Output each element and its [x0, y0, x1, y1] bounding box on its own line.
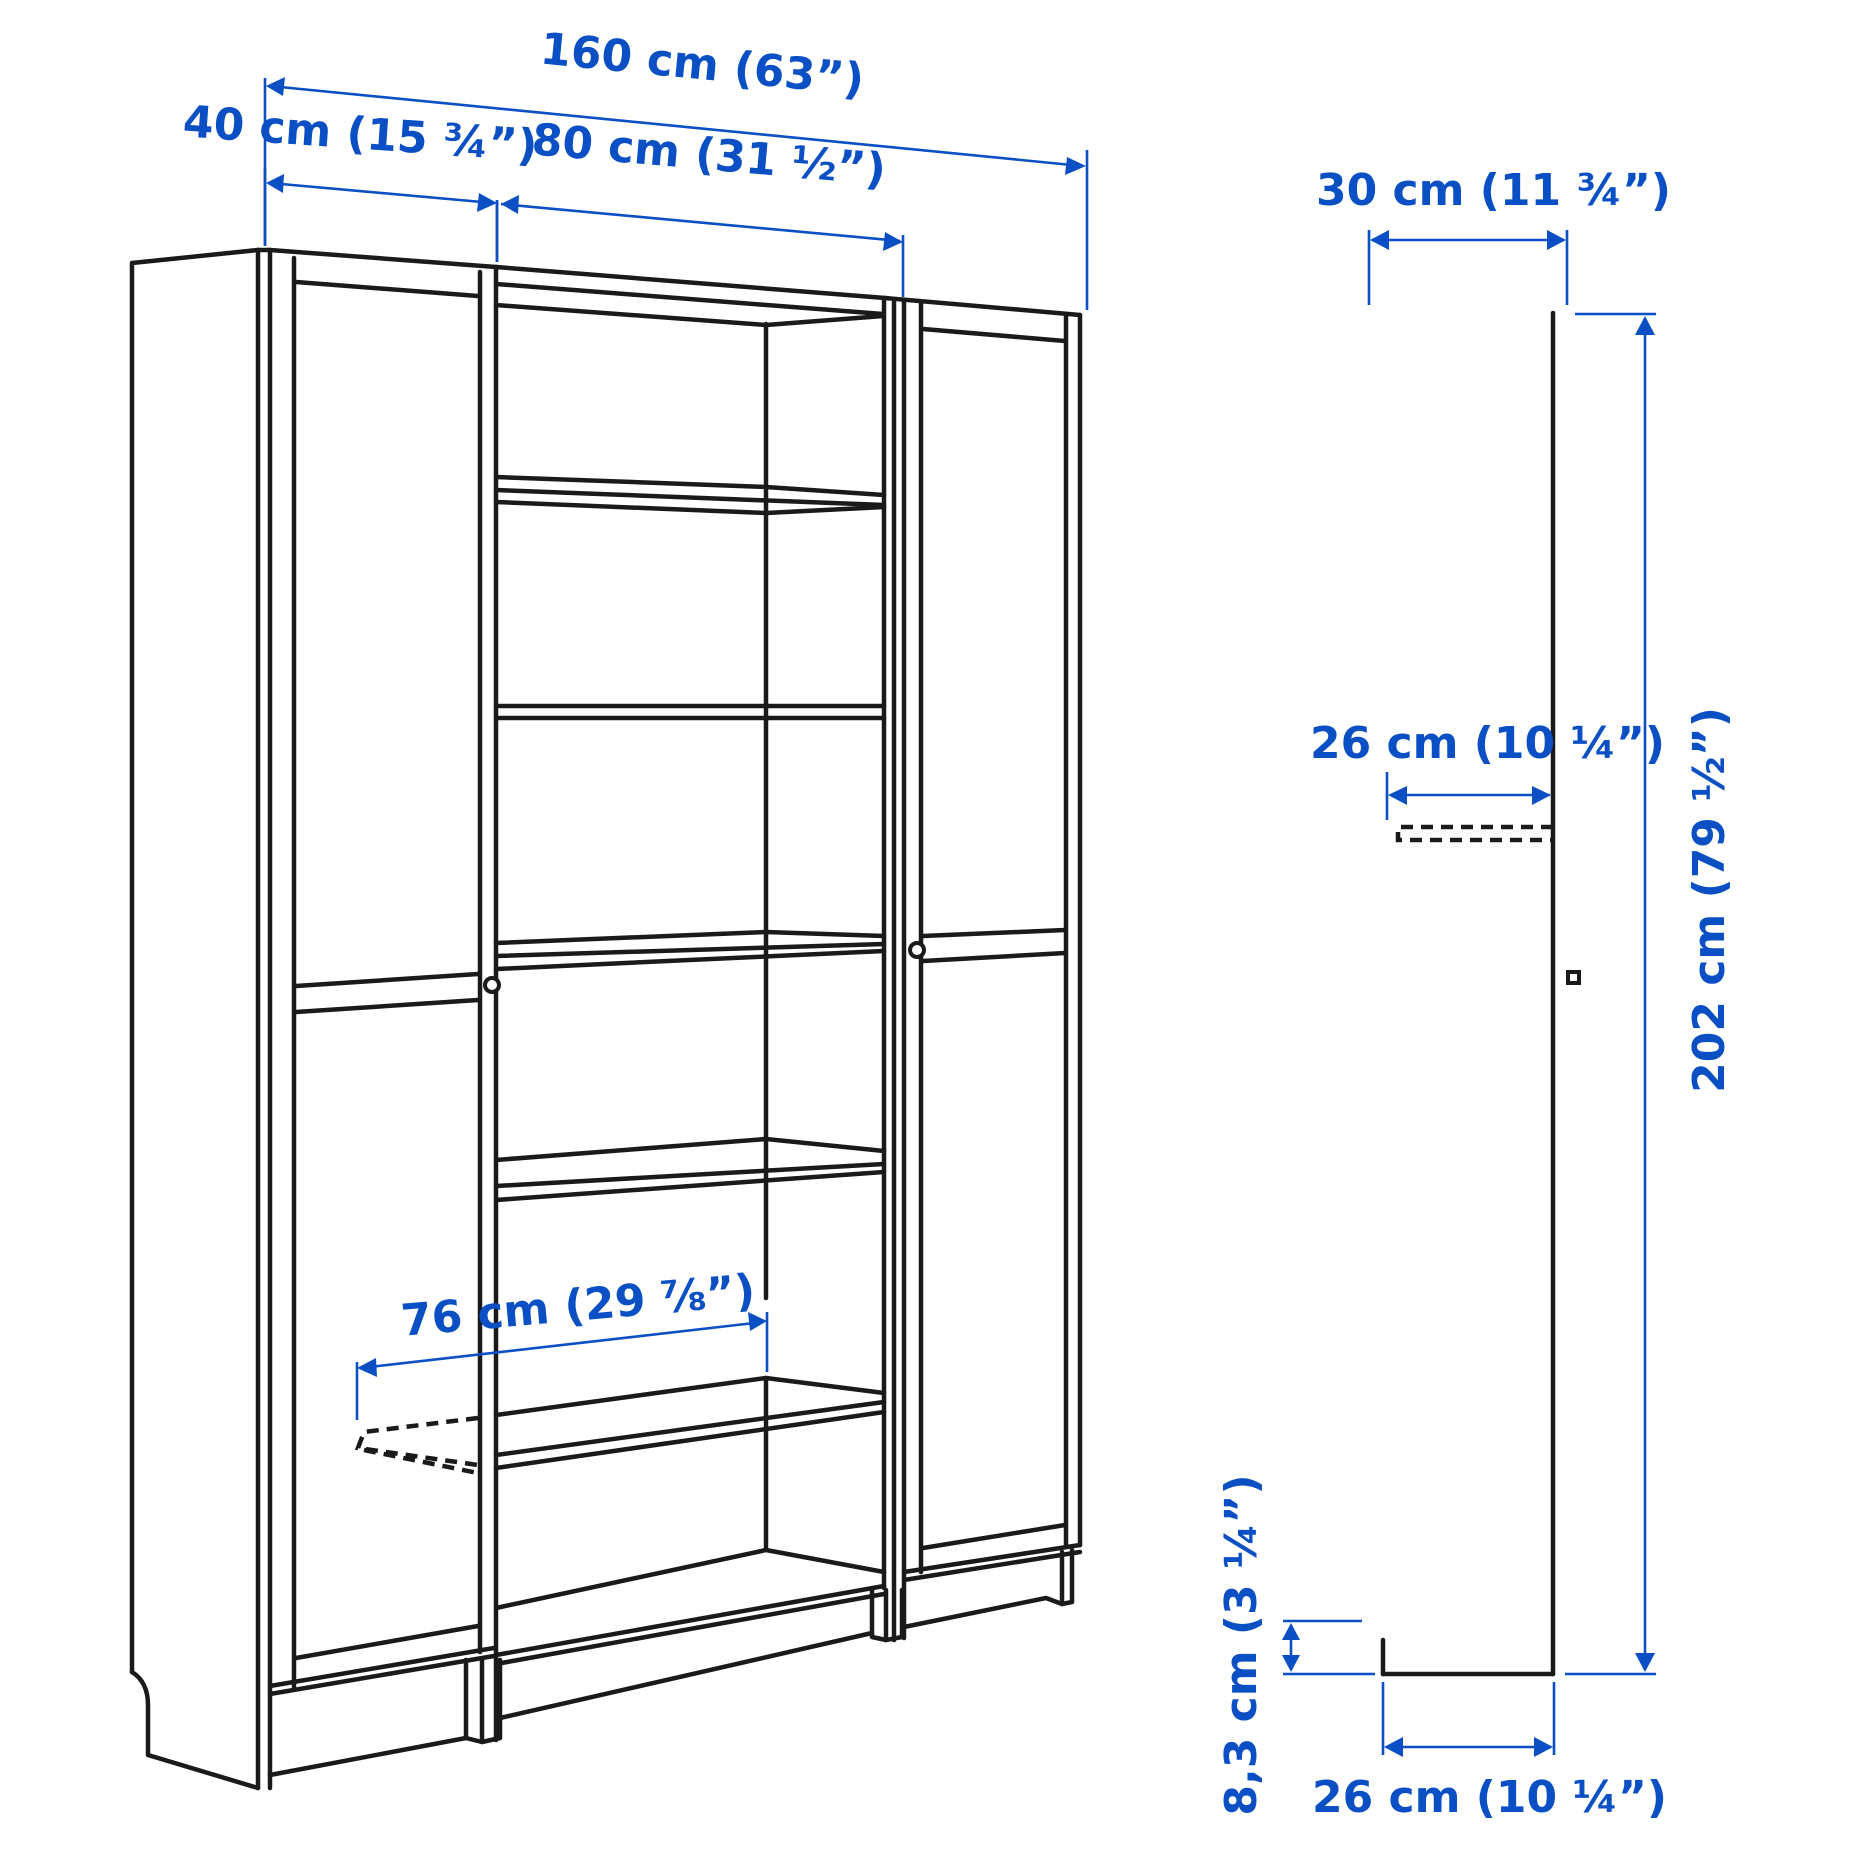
dim-plinth-height	[1282, 1619, 1375, 1676]
dim-depth-total	[1367, 230, 1569, 305]
left-door-knob-icon	[483, 976, 501, 994]
plinth-height-label: 8,3 cm (3 ¼”)	[1216, 1474, 1267, 1815]
left-side-panel	[129, 247, 273, 1791]
side-view-bookcase	[1380, 310, 1581, 1677]
shelf-2	[493, 703, 887, 721]
front-view-bookcase	[129, 247, 1083, 1791]
left-door	[267, 255, 497, 1778]
dim-middle-section	[495, 195, 905, 297]
right-door-knob-icon	[908, 941, 926, 959]
side-dashed-shelf	[1395, 824, 1553, 843]
dim-base-depth	[1381, 1682, 1556, 1757]
dim-height	[1565, 312, 1656, 1676]
inner-shelf-width-label: 76 cm (29 ⅞”)	[399, 1265, 757, 1347]
top-edge-right	[882, 295, 1083, 318]
shelf-1	[493, 474, 887, 516]
depth-total-label: 30 cm (11 ¾”)	[1316, 165, 1671, 216]
height-label: 202 cm (79 ½”)	[1684, 707, 1735, 1093]
total-width-label: 160 cm (63”)	[538, 23, 866, 105]
shelf-4	[493, 1136, 887, 1203]
base-depth-label: 26 cm (10 ¼”)	[1312, 1772, 1667, 1823]
right-door	[901, 300, 1083, 1630]
dim-inner-shelf	[355, 1312, 769, 1420]
inner-depth-label: 26 cm (10 ¼”)	[1310, 718, 1665, 769]
middle-section-width-label: 80 cm (31 ½”)	[530, 114, 888, 196]
top-edge-middle	[493, 264, 888, 301]
top-edge-left	[255, 247, 499, 270]
side-knob-icon	[1566, 970, 1581, 985]
dashed-shelf-depth-indicator	[354, 1415, 479, 1476]
bottom-shelf	[493, 1547, 887, 1721]
shelf-3	[493, 929, 887, 972]
shelf-5	[493, 1375, 887, 1471]
middle-shelf-section	[354, 264, 905, 1745]
dim-side-section	[263, 168, 499, 262]
dim-inner-depth	[1385, 772, 1551, 820]
